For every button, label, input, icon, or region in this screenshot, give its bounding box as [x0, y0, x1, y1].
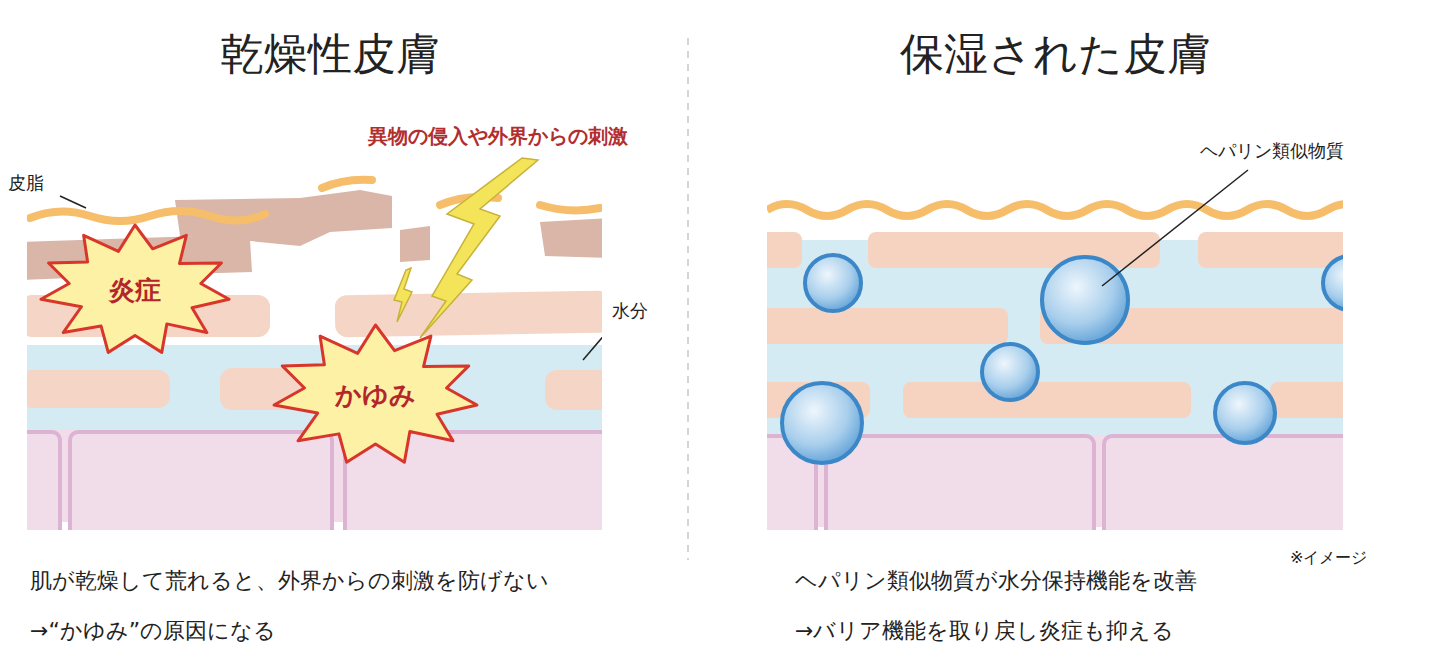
node-text: かゆみ [335, 381, 416, 410]
node-text: 炎症 [109, 276, 161, 305]
divider [687, 38, 689, 560]
leader-line [60, 196, 86, 208]
sebum-label: 皮脂 [8, 172, 44, 194]
sebum [30, 180, 600, 221]
stimulus-label: 異物の侵入や外界からの刺激 [368, 124, 628, 148]
starburst: 炎症 [40, 225, 230, 355]
lightning [394, 158, 538, 338]
caption-text: →バリア機能を取り戻し炎症も抑える [795, 618, 1174, 644]
sebum [767, 204, 1343, 216]
water-label: 水分 [612, 300, 648, 322]
heparinoid-bubbles [782, 255, 1343, 463]
dry-skin [27, 180, 602, 530]
starburst-outline [41, 225, 229, 352]
heparinoid-label: ヘパリン類似物質 [1200, 140, 1344, 162]
panel-title: 乾燥性皮膚 [220, 28, 440, 81]
leader-line [1102, 170, 1248, 286]
starburst: かゆみ [273, 325, 478, 465]
leader-line [583, 326, 602, 360]
caption-text: ヘパリン類似物質が水分保持機能を改善 [795, 568, 1197, 594]
moist-skin [767, 204, 1343, 530]
cells [27, 432, 602, 530]
starburst-outline [274, 325, 477, 462]
panel-title: 保湿された皮膚 [900, 28, 1211, 81]
image-note: ※イメージ [1290, 548, 1367, 567]
caption-text: 肌が乾燥して荒れると、外界からの刺激を防げない [30, 568, 549, 594]
caption-text: →“かゆみ”の原因になる [30, 618, 276, 644]
